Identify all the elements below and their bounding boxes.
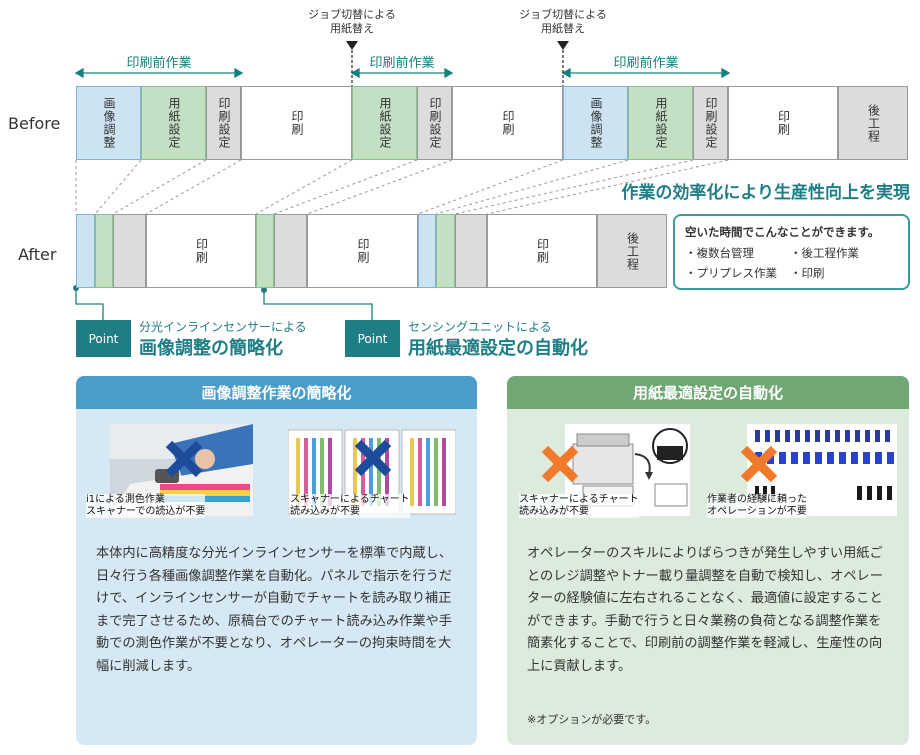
measurement-photo (110, 424, 253, 516)
job-change-note-2: ジョブ切替による 用紙替え (519, 8, 607, 35)
after-seg-post: 後工程 (597, 214, 667, 288)
point-2-subtitle: センシングユニットによる (408, 320, 552, 334)
point-1-subtitle: 分光インラインセンサーによる (139, 320, 307, 334)
after-seg-print-1: 印刷 (146, 214, 256, 288)
free-time-note-box: 空いた時間でこんなことができます。 ・複数台管理 ・後工程作業 ・プリプレス作業… (673, 214, 910, 290)
prep-label-1: 印刷前作業 (126, 56, 192, 71)
note-item: ・複数台管理 (685, 246, 754, 260)
operation-chart (740, 424, 897, 516)
caption-chart-read: スキャナーによるチャート 読み込みが不要 (290, 494, 410, 518)
measurement-photo-art (110, 424, 253, 516)
headline: 作業の効率化により生産性向上を実現 (621, 183, 910, 203)
panel-paper-setting-body: オペレーターのスキルによりばらつきが発生しやすい用紙ごとのレジ調整やトナー載り量… (527, 546, 883, 674)
job-change-note-1: ジョブ切替による 用紙替え (308, 8, 396, 35)
after-label: After (18, 245, 57, 264)
cross-mark-icon (541, 445, 579, 483)
after-seg-print-3: 印刷 (487, 214, 597, 288)
option-note: ※オプションが必要です。 (527, 713, 657, 726)
note-box-title: 空いた時間でこんなことができます。 (685, 225, 880, 239)
after-seg-paper-set-1 (95, 214, 113, 288)
panel-image-adjust: 画像調整作業の簡略化 i1による測色作業 スキャナーでの読込が不要 (76, 376, 477, 745)
timeline-connectors (73, 41, 731, 320)
point-badge-1: Point (76, 320, 131, 357)
operation-chart-art (755, 430, 894, 500)
before-seg-print-1: 印刷 (241, 86, 352, 160)
note-item: ・後工程作業 (790, 246, 859, 260)
panel-image-adjust-body: 本体内に高精度な分光インラインセンサーを標準で内蔵し、日々行う各種画像調整作業を… (96, 546, 453, 674)
before-label: Before (8, 114, 61, 133)
panel-paper-setting: 用紙最適設定の自動化 スキャナーによるチャート 読み込みが不要 (507, 376, 909, 745)
point-1-title: 画像調整の簡略化 (139, 338, 283, 359)
caption-measurement: i1による測色作業 スキャナーでの読込が不要 (86, 494, 206, 518)
before-seg-image-adjust-2: 画像調整 (563, 86, 628, 160)
before-seg-paper-set-1: 用紙設定 (141, 86, 206, 160)
before-seg-print-set-1: 印刷設定 (206, 86, 241, 160)
cross-mark-icon (354, 439, 392, 477)
after-seg-image-adjust-2 (418, 214, 436, 288)
before-seg-print-3: 印刷 (728, 86, 838, 160)
before-seg-paper-set-3: 用紙設定 (628, 86, 693, 160)
panel-image-adjust-header: 画像調整作業の簡略化 (76, 376, 477, 409)
before-seg-print-2: 印刷 (452, 86, 563, 160)
point-2-title: 用紙最適設定の自動化 (408, 338, 588, 359)
caption-operation: 作業者の経験に頼った オペレーションが不要 (707, 494, 807, 518)
after-seg-print-set-3 (455, 214, 487, 288)
before-seg-print-set-2: 印刷設定 (417, 86, 452, 160)
scanner-illustration (541, 424, 690, 516)
after-seg-image-adjust-1 (76, 214, 95, 288)
after-seg-paper-set-3 (436, 214, 455, 288)
point-badge-2: Point (345, 320, 400, 357)
note-item: ・プリプレス作業 (685, 266, 777, 280)
before-seg-image-adjust-1: 画像調整 (76, 86, 141, 160)
cross-mark-icon (165, 440, 203, 478)
prep-label-2: 印刷前作業 (369, 56, 435, 71)
caption-scanner: スキャナーによるチャート 読み込みが不要 (519, 494, 639, 518)
before-seg-print-set-3: 印刷設定 (693, 86, 728, 160)
after-seg-print-set-2 (274, 214, 307, 288)
after-seg-paper-set-2 (256, 214, 274, 288)
panel-paper-setting-header: 用紙最適設定の自動化 (507, 376, 909, 409)
before-seg-paper-set-2: 用紙設定 (352, 86, 417, 160)
before-seg-post: 後工程 (838, 86, 908, 160)
scanner-art (572, 428, 688, 507)
prep-label-3: 印刷前作業 (613, 56, 679, 71)
cross-mark-icon (740, 445, 778, 483)
after-seg-print-2: 印刷 (307, 214, 418, 288)
note-item: ・印刷 (790, 266, 825, 280)
after-seg-print-set-1 (113, 214, 146, 288)
